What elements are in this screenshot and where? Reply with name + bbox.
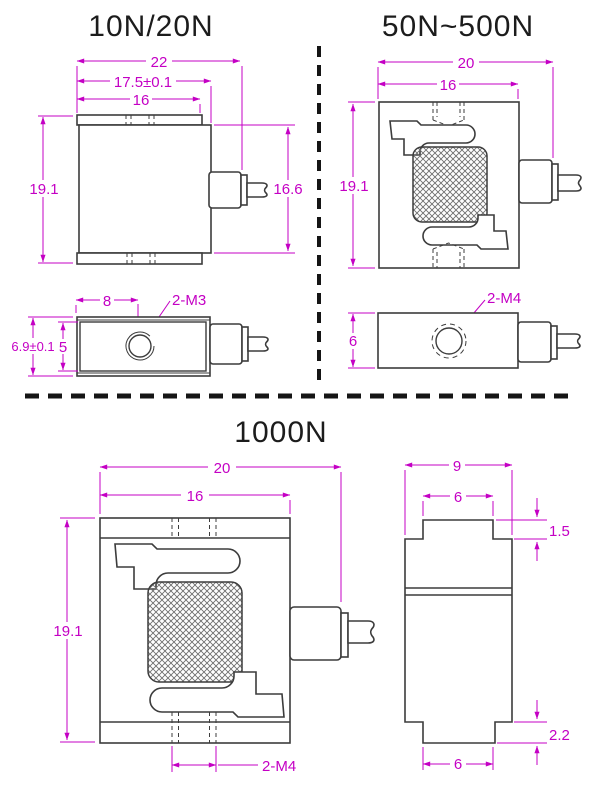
dim-height-inner: 5 [59, 339, 67, 356]
top-view-outline [377, 312, 519, 369]
top-view-outline [76, 316, 211, 377]
top-plate [76, 114, 203, 126]
dim-width-overall-10n: 22 [151, 54, 168, 71]
lower-cutout [422, 214, 509, 250]
connector [209, 323, 269, 365]
loadcell-50n500n-top-view: 2-M4 6 [346, 290, 581, 369]
bottom-plate [76, 252, 203, 265]
cable [347, 620, 375, 644]
dim-width-body-50n: 16 [440, 77, 457, 94]
main-body [78, 124, 212, 254]
connector [208, 171, 268, 209]
dim-width-body-1000n: 16 [187, 488, 204, 505]
dim-height-total-10n: 19.1 [29, 181, 58, 198]
title-1000n: 1000N [234, 416, 327, 449]
strain-gauge-hatch [147, 581, 243, 683]
cable [557, 174, 582, 192]
loadcell-1000n-side-view: 9 6 1.5 2.2 6 [404, 457, 570, 773]
dim-boss-bottom-width: 6 [454, 756, 462, 773]
dim-width-body-10n: 17.5±0.1 [114, 74, 172, 91]
title-50n-500n: 50N~500N [382, 10, 534, 43]
dim-hole-offset: 8 [103, 293, 111, 310]
loadcell-10n20n-front-view: 22 17.5±0.1 16 19.1 16.6 [26, 53, 303, 265]
dim-height-50n: 19.1 [339, 178, 368, 195]
connector [517, 321, 581, 363]
thread-dashed-circle [431, 323, 467, 359]
dim-height-outer: 6.9±0.1 [11, 339, 54, 354]
dim-boss-bottom-height: 2.2 [549, 727, 570, 744]
thread-label-2m3: 2-M3 [172, 292, 206, 309]
side-view-outline [404, 519, 513, 744]
dim-side-width: 9 [453, 458, 461, 475]
dim-boss-top-height: 1.5 [549, 523, 570, 540]
dim-height-top-50n: 6 [349, 333, 357, 350]
connector [518, 159, 582, 204]
cable [246, 182, 268, 198]
cable [247, 336, 269, 352]
loadcell-50n500n-front-view: 20 16 19.1 [336, 54, 582, 269]
dim-width-overall-1000n: 20 [214, 460, 231, 477]
strain-gauge-hatch [412, 146, 488, 223]
dim-height-1000n: 19.1 [53, 623, 82, 640]
threaded-hole [128, 334, 152, 358]
loadcell-1000n-front-view: 20 16 19.1 2-M4 [50, 459, 375, 775]
thread-label-2m4-top: 2-M4 [487, 290, 521, 307]
cable [556, 333, 581, 349]
title-10n-20n: 10N/20N [88, 10, 213, 43]
dim-width-overall-50n: 20 [458, 55, 475, 72]
loadcell-10n20n-top-view: 8 2-M3 6.9±0.1 5 [11, 292, 269, 377]
thread-label-2m4-bottom: 2-M4 [262, 758, 296, 775]
threaded-hole [435, 327, 463, 355]
connector [289, 606, 375, 661]
dim-width-plate-10n: 16 [133, 92, 150, 109]
dim-boss-top-width: 6 [454, 489, 462, 506]
dim-height-body-10n: 16.6 [273, 181, 302, 198]
lower-cutout [149, 671, 285, 718]
